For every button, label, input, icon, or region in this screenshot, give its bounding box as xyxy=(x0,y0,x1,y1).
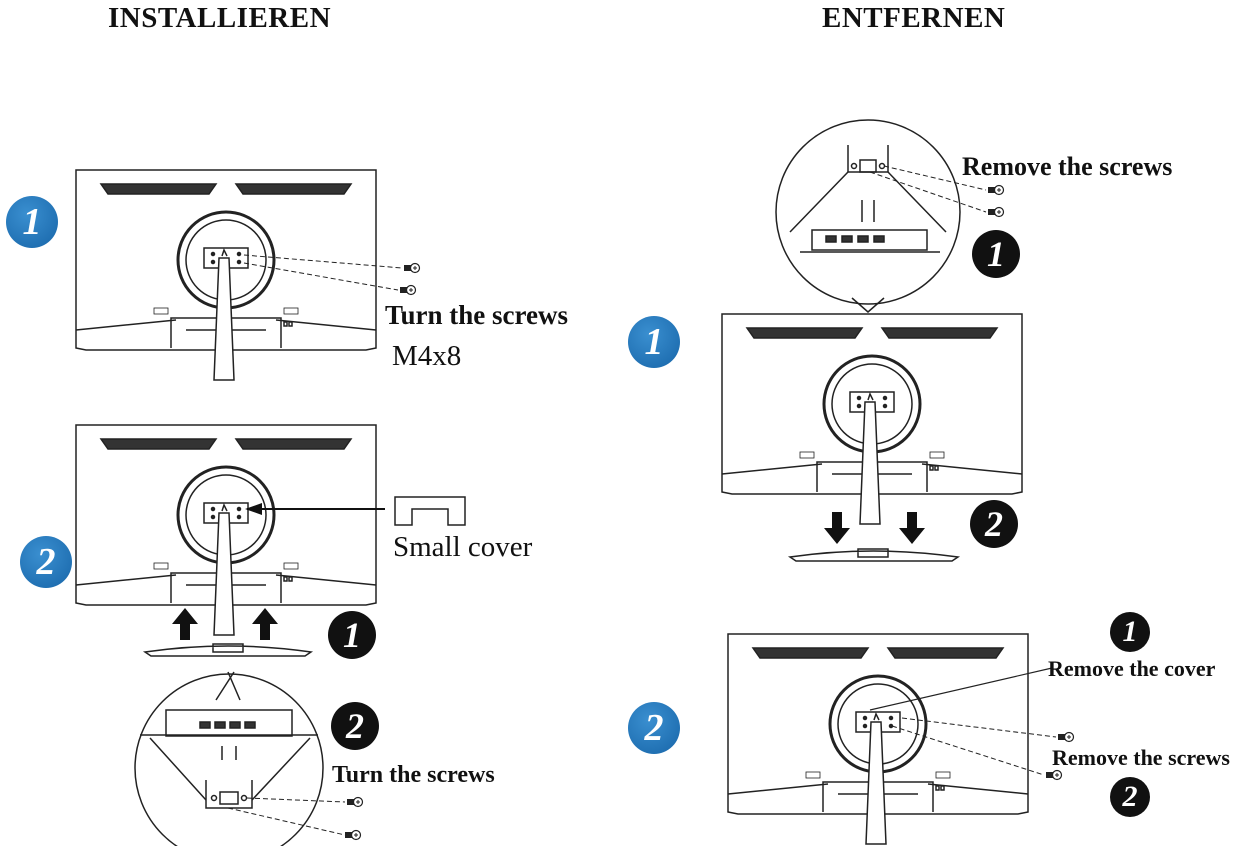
remove-screws-label-1: Remove the screws xyxy=(962,152,1173,181)
remove-screws-substep-badge: 2 xyxy=(1110,777,1150,817)
install-screw-2b xyxy=(344,829,362,841)
install-step-1-badge: 1 xyxy=(6,196,58,248)
remove-substep-1-badge: 1 xyxy=(972,230,1020,278)
install-substep-1-badge: 1 xyxy=(328,611,376,659)
remove-substep-2-badge: 2 xyxy=(970,500,1018,548)
remove-base xyxy=(787,548,961,562)
install-screw-lines-1 xyxy=(243,254,403,291)
remove-zoom-circle xyxy=(775,119,961,313)
small-cover-label: Small cover xyxy=(393,531,533,563)
cover-callout-line xyxy=(869,667,1053,711)
install-turn-screws-label: Turn the screws xyxy=(385,300,569,330)
down-arrow-left xyxy=(824,512,850,544)
remove-screw-2a xyxy=(1057,731,1075,743)
remove-screws-label-2: Remove the screws xyxy=(1052,745,1230,770)
up-arrow-right xyxy=(252,608,278,640)
install-turn-screws-label-2: Turn the screws xyxy=(332,762,495,788)
install-monitor-1 xyxy=(74,168,378,382)
remove-step-2-badge: 2 xyxy=(628,702,680,754)
install-step-2-badge: 2 xyxy=(20,536,72,588)
remove-step-1-badge: 1 xyxy=(628,316,680,368)
remove-cover-substep-badge: 1 xyxy=(1110,612,1150,652)
remove-screw-2b xyxy=(1045,769,1063,781)
cover-arrow-head xyxy=(245,503,262,515)
down-arrow-right xyxy=(899,512,925,544)
install-zoom-circle xyxy=(134,671,324,846)
small-cover-part xyxy=(394,496,466,526)
install-monitor-2 xyxy=(74,423,378,637)
remove-screw-1b xyxy=(987,206,1005,218)
remove-screw-1a xyxy=(987,184,1005,196)
remove-monitor-2 xyxy=(726,632,1030,846)
install-substep-2-badge: 2 xyxy=(331,702,379,750)
install-heading: INSTALLIEREN xyxy=(108,2,332,34)
install-screw-2a xyxy=(346,796,364,808)
remove-monitor-1 xyxy=(720,312,1024,526)
up-arrow-left xyxy=(172,608,198,640)
install-base xyxy=(142,643,314,657)
install-screw-1b xyxy=(399,284,417,296)
remove-cover-label: Remove the cover xyxy=(1048,656,1216,681)
remove-heading: ENTFERNEN xyxy=(822,2,1006,34)
install-screw-1a xyxy=(403,262,421,274)
install-screw-size: M4x8 xyxy=(392,340,462,372)
